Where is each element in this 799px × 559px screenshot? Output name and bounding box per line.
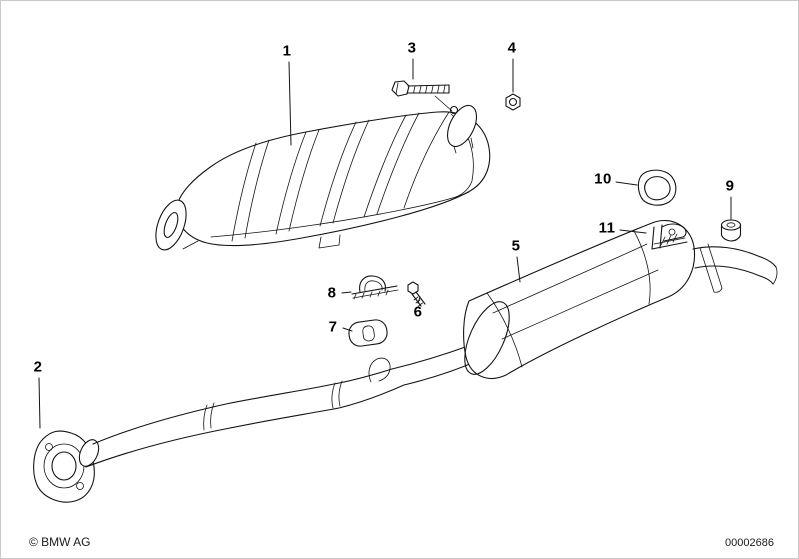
document-number: 00002686 xyxy=(725,537,774,549)
callout-leader-5 xyxy=(516,256,521,283)
mount-nut-drawing xyxy=(720,219,742,242)
front-pipe-drawing xyxy=(33,357,405,503)
rear-muffler-drawing xyxy=(391,219,778,386)
gasket-drawing xyxy=(637,169,677,206)
callout-label-8: 8 xyxy=(327,284,337,302)
callout-label-2: 2 xyxy=(33,358,43,376)
callout-label-7: 7 xyxy=(328,318,338,336)
callout-label-1: 1 xyxy=(282,42,292,60)
callout-leader-2 xyxy=(38,377,41,429)
callout-label-5: 5 xyxy=(511,237,521,255)
hex-nut-drawing xyxy=(505,93,521,111)
copyright-text: © BMW AG xyxy=(29,535,91,549)
catalytic-converter-drawing xyxy=(155,95,491,251)
callout-label-6: 6 xyxy=(413,303,423,321)
callout-label-10: 10 xyxy=(594,170,612,188)
callout-label-3: 3 xyxy=(407,39,417,57)
callout-leader-lines xyxy=(38,58,732,429)
callout-leader-11 xyxy=(619,229,647,234)
callout-label-4: 4 xyxy=(507,39,517,57)
callout-leader-7 xyxy=(342,327,353,332)
callout-label-11: 11 xyxy=(598,219,616,237)
pipe-clamp-drawing xyxy=(351,275,399,300)
hex-bolt-drawing xyxy=(391,80,450,97)
callout-leader-1 xyxy=(288,61,292,146)
callout-label-9: 9 xyxy=(725,177,735,195)
clamp-bolt-drawing xyxy=(407,281,426,307)
rubber-mount-drawing xyxy=(348,319,388,347)
callout-leader-10 xyxy=(615,181,638,186)
callout-leader-8 xyxy=(341,291,352,294)
callout-leader-6 xyxy=(417,296,421,304)
bracket-drawing xyxy=(651,223,688,250)
